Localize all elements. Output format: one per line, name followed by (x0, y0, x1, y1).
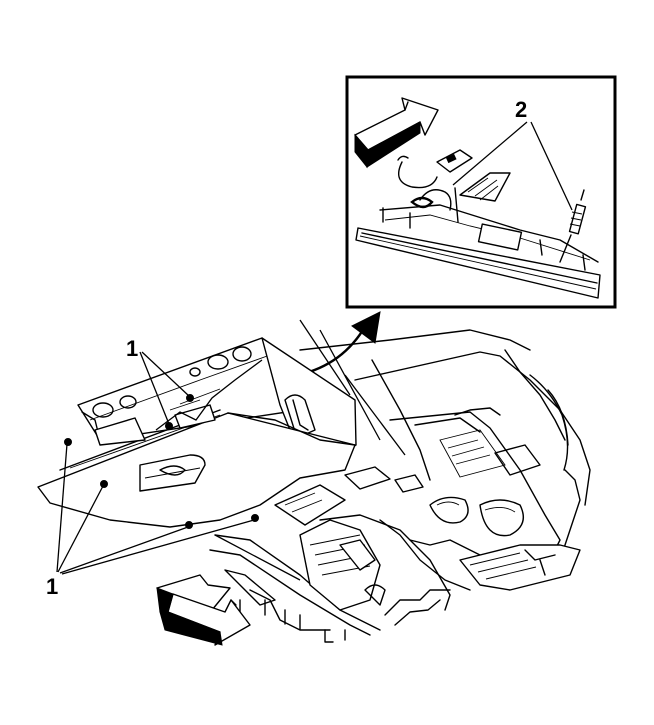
forward-arrow-icon (354, 97, 439, 169)
harness-connector (397, 149, 473, 209)
fastener (186, 394, 194, 402)
leader-line-2b (530, 121, 573, 211)
lower-bracket (209, 466, 451, 643)
glove-box-assembly (37, 337, 357, 529)
inset-detail: 2 (345, 75, 617, 309)
leader-line-2a (452, 121, 528, 186)
instrument-panel (299, 319, 591, 591)
callout-label-1-top: 1 (126, 336, 138, 361)
callout-label-2: 2 (515, 97, 527, 122)
damper-item (559, 189, 587, 263)
callout-label-1-bottom: 1 (46, 574, 58, 599)
fastener (100, 480, 108, 488)
leader-lines-1-top (139, 351, 263, 431)
fastener (64, 438, 72, 446)
glove-box-edge-inset (355, 172, 601, 299)
leader-lines-1-bottom (56, 443, 255, 575)
main-illustration: 1 1 (37, 319, 591, 646)
forward-arrow-icon (156, 574, 251, 646)
